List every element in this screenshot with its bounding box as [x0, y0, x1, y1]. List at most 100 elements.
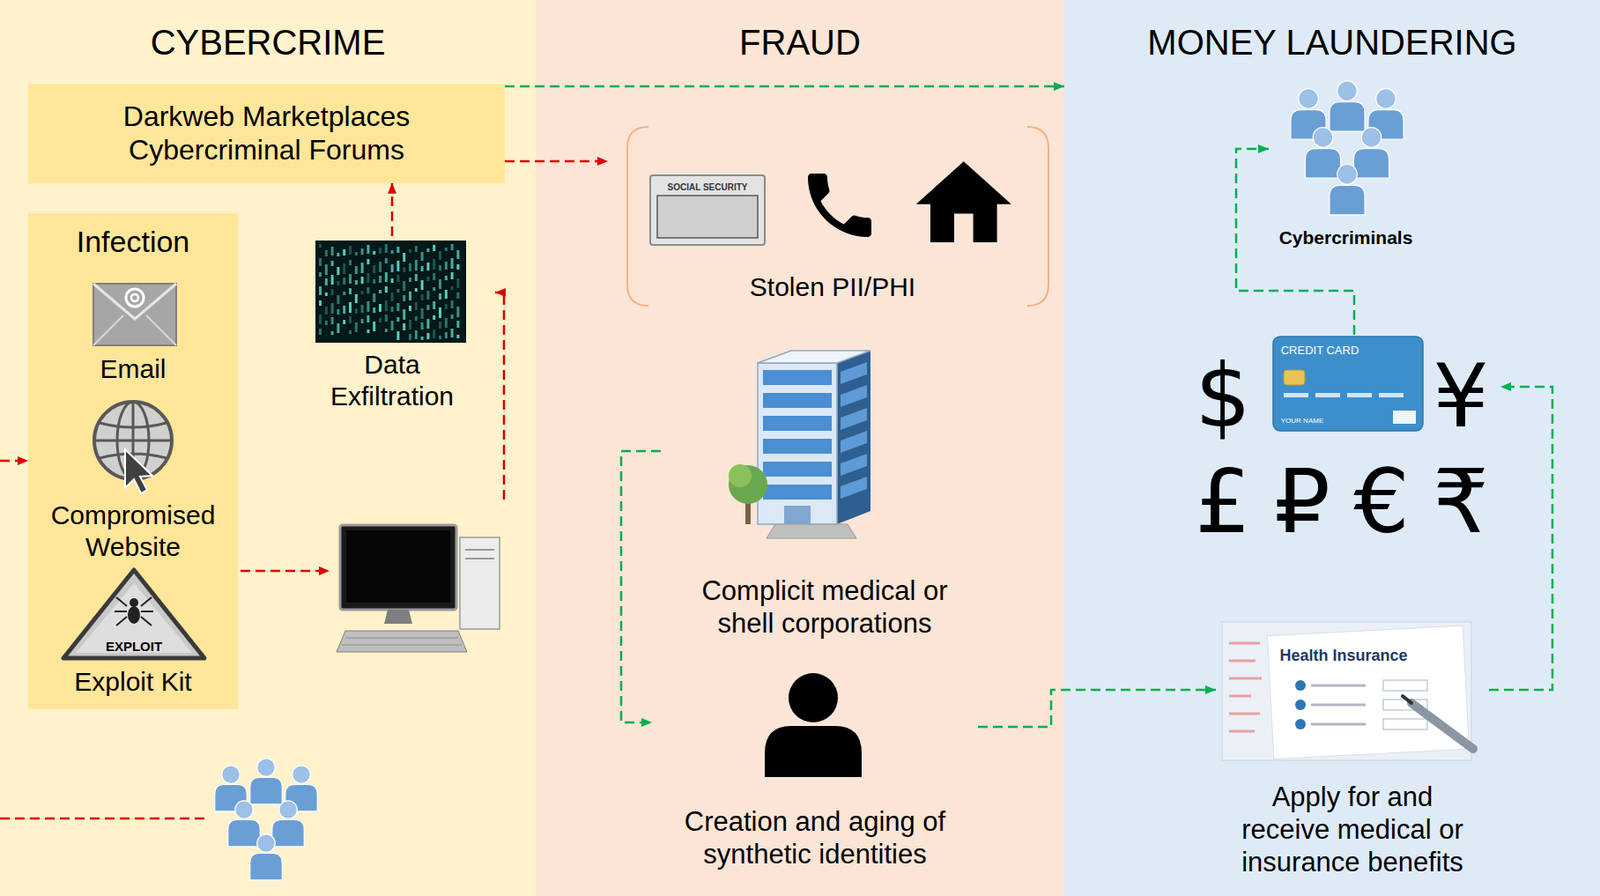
data-exfiltration-node-illustration	[414, 330, 418, 340]
data-exfiltration-node-illustration	[391, 250, 394, 254]
building-node-illustration	[762, 392, 832, 408]
stolen-data-group-illustration	[650, 175, 765, 245]
data-exfiltration-node-illustration	[342, 319, 346, 325]
currency-group-illustration	[1283, 392, 1309, 398]
stolen-data-group: Stolen PII/PHI	[607, 125, 1058, 321]
people-group-node-illustration	[1304, 148, 1341, 178]
data-exfiltration-node-illustration	[318, 286, 322, 296]
data-exfiltration-node-illustration	[396, 288, 400, 293]
data-exfiltration-node-illustration	[421, 336, 424, 341]
data-exfiltration-node-illustration	[348, 302, 352, 313]
insurance-form-node-illustration	[1311, 684, 1366, 688]
data-exfiltration-node-illustration	[432, 301, 436, 310]
data-exfiltration-node-illustration	[361, 304, 364, 313]
building-node-illustration	[766, 524, 857, 539]
background-illustration	[465, 549, 495, 559]
data-exfiltration-node-illustration	[318, 244, 322, 248]
flow-arrow	[1488, 386, 1553, 690]
data-exfiltration-node-illustration	[391, 264, 394, 273]
band-background	[535, 0, 1065, 896]
data-exfiltration-node-illustration	[408, 319, 412, 330]
data-exfiltration-node-illustration	[372, 251, 376, 255]
flow-arrow	[391, 183, 394, 237]
people-group-node-illustration	[1312, 127, 1334, 149]
data-exfiltration-node-illustration	[372, 279, 376, 284]
data-exfiltration-node-illustration	[361, 276, 364, 284]
data-exfiltration-node-illustration	[336, 323, 340, 334]
data-exfiltration-node-illustration	[355, 294, 358, 304]
data-exfiltration-node-illustration	[331, 331, 334, 335]
data-exfiltration-node-illustration	[456, 320, 460, 328]
data-exfiltration-node-illustration	[408, 277, 412, 282]
infection-box: InfectionEmailCompromised WebsiteExploit…	[28, 213, 238, 710]
data-exfiltration-node-illustration	[414, 316, 418, 321]
infection-box-illustration	[125, 449, 153, 494]
person-node-illustration	[788, 673, 838, 723]
data-exfiltration-node-illustration	[385, 314, 388, 322]
region-band: FRAUDStolen PII/PHIComplicit medical or …	[535, 0, 1065, 896]
flow-arrow	[621, 451, 661, 723]
data-exfiltration-node-illustration	[331, 274, 334, 285]
data-exfiltration-node-illustration	[438, 265, 442, 271]
data-exfiltration-node-illustration	[414, 288, 418, 292]
currency-symbol: £	[1194, 458, 1252, 547]
data-exfiltration-node-illustration	[391, 292, 394, 302]
background-illustration	[250, 853, 282, 881]
data-exfiltration-node-illustration	[451, 244, 454, 251]
data-exfiltration-node-illustration	[318, 258, 322, 267]
infection-box-illustration	[131, 294, 139, 302]
insurance-form-node-illustration	[1383, 680, 1428, 691]
data-exfiltration-node-illustration	[408, 333, 412, 341]
data-exfiltration-node-illustration	[385, 258, 388, 264]
data-exfiltration-node-illustration	[408, 249, 412, 253]
attack-flow-line	[240, 570, 330, 573]
data-exfiltration-node-illustration	[444, 303, 448, 310]
data-exfiltration-node-illustration	[402, 252, 406, 262]
data-exfiltration-node-illustration	[361, 248, 364, 255]
data-exfiltration-node-illustration	[426, 276, 430, 282]
data-exfiltration-node-illustration	[414, 259, 418, 271]
currency-group-illustration	[1283, 370, 1305, 386]
data-exfiltration-node-illustration	[444, 318, 448, 328]
data-exfiltration-node-illustration	[408, 291, 412, 301]
data-exfiltration-node-illustration	[438, 279, 442, 289]
currency-group-illustration	[1273, 336, 1423, 431]
data-exfiltration-node-illustration	[451, 272, 454, 280]
data-exfiltration-node-illustration	[421, 322, 424, 330]
data-exfiltration-node-illustration	[336, 281, 340, 286]
cybercriminal-group-icon	[214, 758, 318, 881]
data-exfiltration-node-illustration	[391, 306, 394, 312]
band-background	[0, 0, 536, 896]
background-illustration	[279, 800, 298, 820]
data-exfiltration-node-illustration	[402, 323, 406, 331]
building-node-illustration	[840, 407, 867, 430]
stolen-data-group-illustration	[627, 126, 649, 306]
building-node: Complicit medical or shell corporations	[660, 343, 989, 647]
insurance-form-node-illustration	[1222, 622, 1472, 761]
insurance-form-node-illustration	[1383, 718, 1428, 730]
data-exfiltration-node-illustration	[325, 292, 328, 297]
data-exfiltration-node-illustration	[426, 333, 430, 340]
data-exfiltration-node-illustration	[414, 245, 418, 252]
building-node-illustration	[728, 464, 752, 488]
background-illustration	[292, 765, 312, 785]
data-exfiltration-node-illustration	[414, 302, 418, 311]
data-exfiltration-node-illustration	[438, 335, 442, 340]
background-illustration	[346, 530, 451, 603]
background-illustration	[272, 820, 304, 847]
background-illustration	[257, 758, 276, 778]
data-exfiltration-node-illustration	[325, 306, 328, 315]
data-exfiltration-node-illustration	[366, 287, 370, 294]
image-label: CREDIT CARD	[1281, 344, 1360, 357]
flow-arrow	[977, 689, 1216, 727]
data-exfiltration-node-illustration	[331, 288, 334, 296]
process-box: Darkweb Marketplaces Cybercriminal Forum…	[28, 83, 505, 184]
infection-box-illustration	[93, 315, 177, 346]
insurance-form-node-illustration	[1311, 723, 1366, 726]
infection-box-illustration	[114, 597, 154, 626]
building-node-illustration	[840, 385, 867, 408]
data-exfiltration-node-illustration	[331, 260, 334, 267]
insurance-form-node-illustration	[1311, 703, 1366, 707]
building-node-illustration	[762, 484, 832, 500]
